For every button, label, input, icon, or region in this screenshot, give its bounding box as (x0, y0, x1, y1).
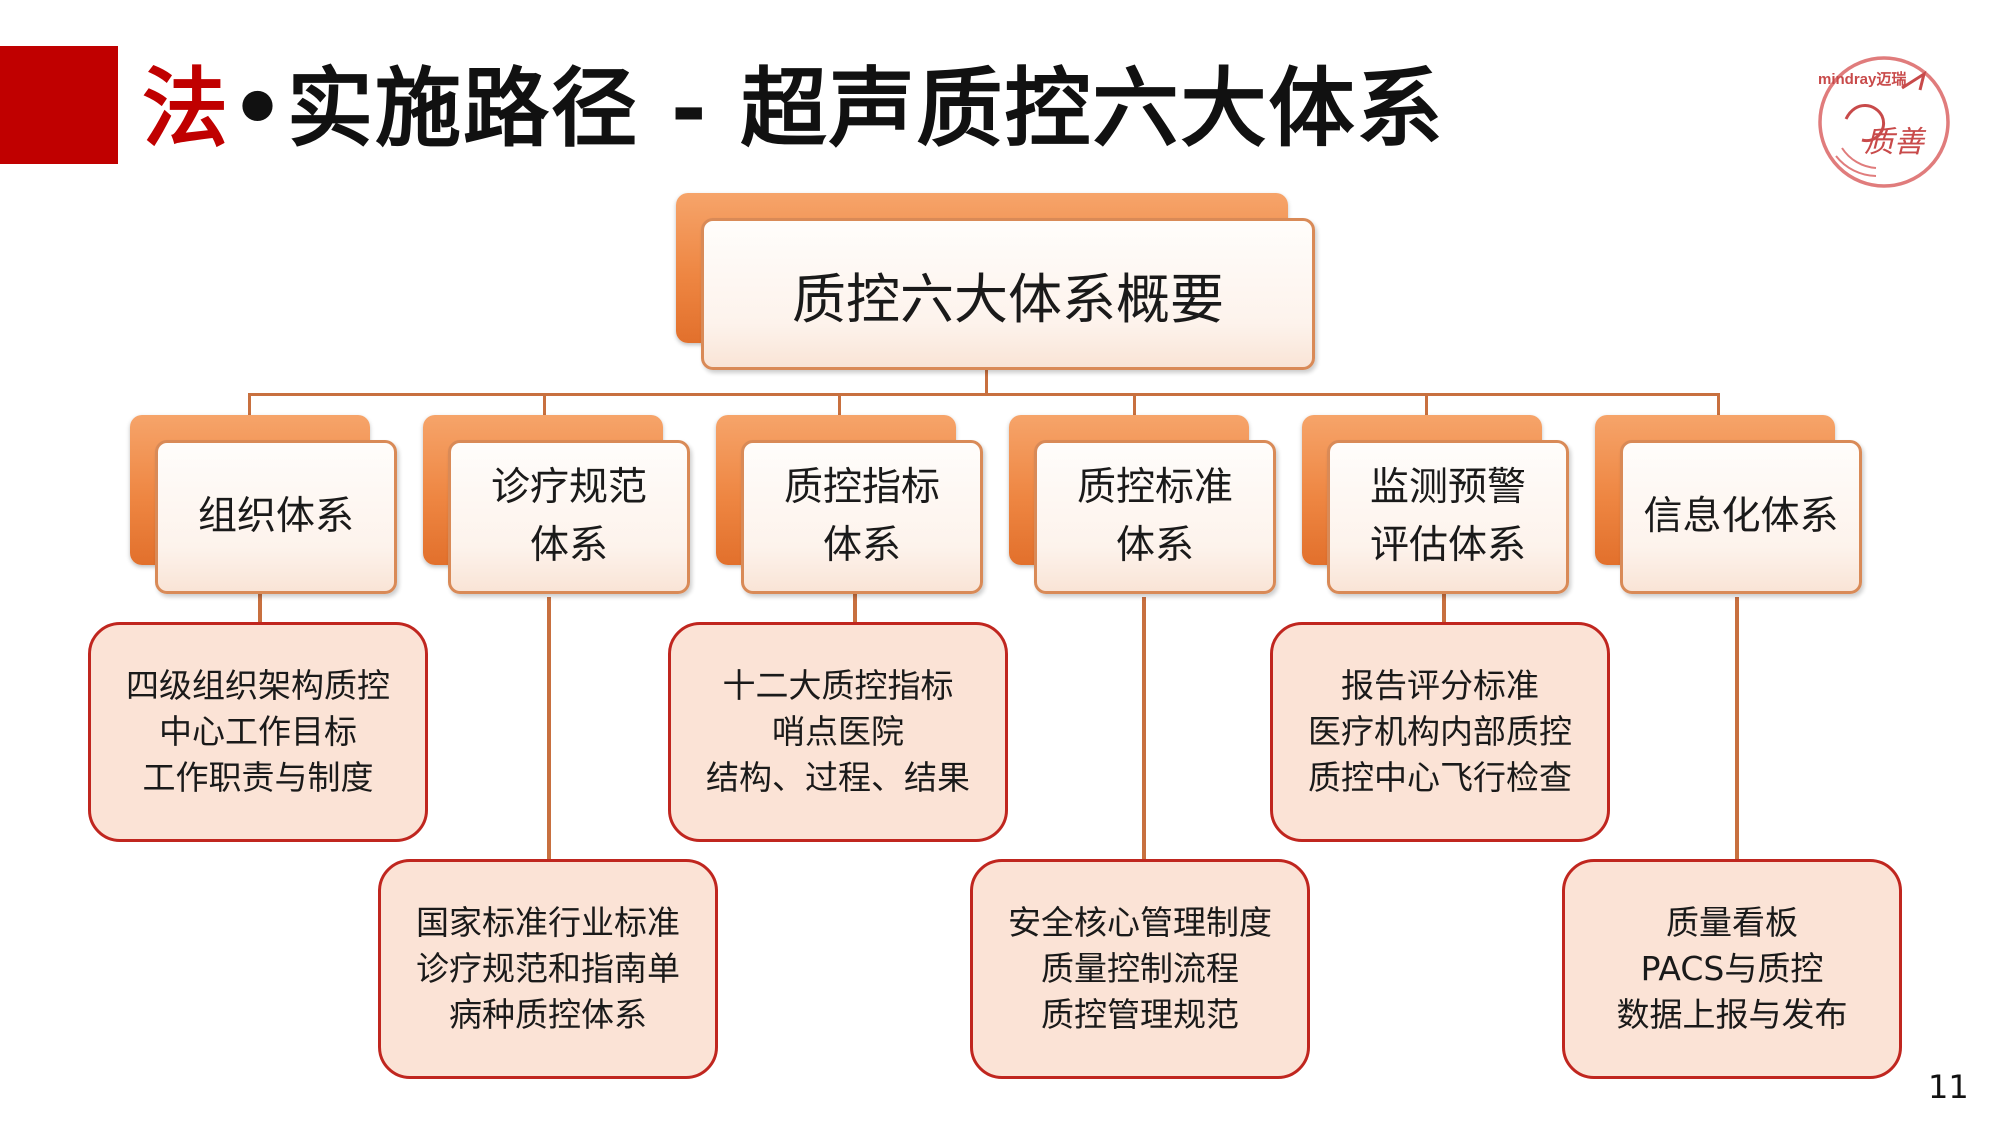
detail-line: 质量看板 (1666, 903, 1798, 942)
category-label: 质控标准 (1076, 465, 1233, 510)
category-label: 体系 (822, 523, 901, 568)
branch-connector-3 (838, 393, 841, 421)
detail-connector-5 (1442, 594, 1446, 622)
branch-connector-6 (1717, 393, 1720, 421)
mindray-logo: mindray迈瑞 质善 (1806, 44, 1956, 194)
detail-line: 质控中心飞行检查 (1308, 758, 1572, 797)
detail-line: 工作职责与制度 (142, 758, 374, 797)
category-card-informatization: 信息化体系 (1620, 440, 1862, 594)
svg-text:质善: 质善 (1864, 125, 1927, 160)
page-title: 法•实施路径 - 超声质控六大体系 (142, 54, 1445, 164)
detail-connector-2 (547, 597, 551, 859)
detail-line: 结构、过程、结果 (706, 758, 970, 797)
category-card-quality-indicators: 质控指标体系 (741, 440, 983, 594)
category-label: 体系 (529, 523, 608, 568)
branch-connector-1 (248, 393, 251, 421)
detail-line: 哨点医院 (772, 712, 904, 751)
detail-box-quality-indicators: 十二大质控指标 哨点医院 结构、过程、结果 (668, 622, 1008, 842)
category-label: 组织体系 (197, 494, 354, 539)
category-label: 质控指标 (783, 465, 940, 510)
detail-line: 病种质控体系 (449, 995, 647, 1034)
detail-line: 数据上报与发布 (1616, 995, 1848, 1034)
detail-box-informatization: 质量看板 PACS与质控 数据上报与发布 (1562, 859, 1902, 1079)
detail-box-quality-standards: 安全核心管理制度 质量控制流程 质控管理规范 (970, 859, 1310, 1079)
detail-line: 医疗机构内部质控 (1308, 712, 1572, 751)
page-number: 11 (1928, 1068, 1969, 1106)
category-card-clinical-standards: 诊疗规范体系 (448, 440, 690, 594)
title-accent-block (0, 46, 118, 164)
horizontal-connector (248, 393, 1720, 396)
detail-line: PACS与质控 (1640, 949, 1824, 988)
category-card-quality-standards: 质控标准体系 (1034, 440, 1276, 594)
detail-line: 安全核心管理制度 (1008, 903, 1272, 942)
category-label: 监测预警 (1369, 465, 1526, 510)
title-prefix: 法 (142, 59, 230, 159)
category-card-organization: 组织体系 (155, 440, 397, 594)
detail-connector-4 (1142, 597, 1146, 859)
branch-connector-4 (1133, 393, 1136, 421)
category-label: 评估体系 (1369, 523, 1526, 568)
detail-line: 国家标准行业标准 (416, 903, 680, 942)
branch-connector-5 (1425, 393, 1428, 421)
detail-connector-3 (853, 594, 857, 622)
category-label: 信息化体系 (1643, 494, 1839, 539)
detail-box-monitoring: 报告评分标准 医疗机构内部质控 质控中心飞行检查 (1270, 622, 1610, 842)
detail-connector-1 (258, 594, 262, 622)
category-label: 体系 (1115, 523, 1194, 568)
detail-line: 中心工作目标 (159, 712, 357, 751)
detail-line: 诊疗规范和指南单 (416, 949, 680, 988)
root-card: 质控六大体系概要 (701, 218, 1315, 370)
detail-line: 报告评分标准 (1341, 666, 1539, 705)
root-connector (985, 370, 988, 394)
svg-text:mindray迈瑞: mindray迈瑞 (1818, 70, 1906, 88)
detail-connector-6 (1735, 597, 1739, 859)
category-card-monitoring: 监测预警评估体系 (1327, 440, 1569, 594)
title-text: •实施路径 - 超声质控六大体系 (230, 59, 1445, 159)
detail-line: 十二大质控指标 (722, 666, 954, 705)
detail-line: 质量控制流程 (1041, 949, 1239, 988)
category-label: 诊疗规范 (490, 465, 647, 510)
branch-connector-2 (543, 393, 546, 421)
detail-line: 四级组织架构质控 (126, 666, 390, 705)
detail-box-organization: 四级组织架构质控 中心工作目标 工作职责与制度 (88, 622, 428, 842)
detail-box-clinical-standards: 国家标准行业标准 诊疗规范和指南单 病种质控体系 (378, 859, 718, 1079)
detail-line: 质控管理规范 (1041, 995, 1239, 1034)
root-label: 质控六大体系概要 (792, 267, 1224, 331)
